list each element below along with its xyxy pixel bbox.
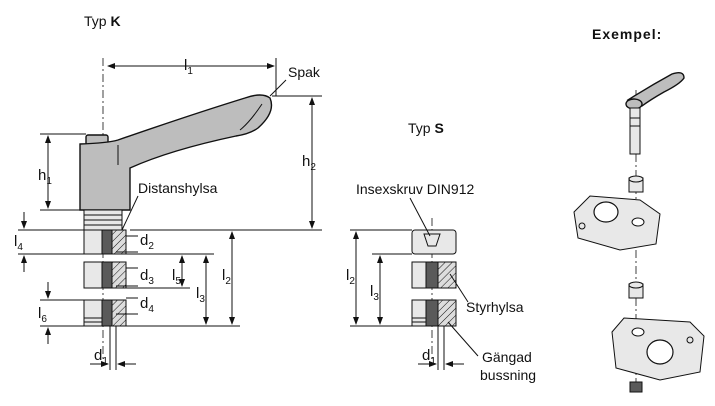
distanshylsa-right — [111, 229, 127, 255]
exempel-lever-icon — [626, 71, 685, 107]
dim-l2-s: l2 — [346, 267, 355, 287]
gangad-bussning-part — [437, 299, 457, 327]
exempel-upper-clamp-icon — [573, 195, 661, 251]
typ-k-lever-drawing — [79, 58, 273, 360]
dim-h1: h1 — [38, 167, 52, 187]
dim-l4: l4 — [14, 233, 23, 253]
typ-s-title: Typ S — [408, 120, 444, 136]
callout-insexskruv: Insexskruv DIN912 — [356, 181, 474, 197]
callout-styrhylsa: Styrhylsa — [466, 299, 524, 315]
typ-s-drawing — [411, 218, 457, 360]
typ-k-dimensions: l1 h1 h2 l4 l6 d2 d3 d4 — [14, 57, 322, 370]
exempel-title: Exempel: — [592, 26, 662, 42]
dim-d3: d3 — [140, 267, 154, 287]
dim-d2: d2 — [140, 232, 154, 252]
typ-k-title: Typ K — [84, 13, 121, 29]
exempel-nut-icon — [629, 381, 643, 393]
dim-l2-k: l2 — [222, 267, 231, 287]
dim-d1-k: d1 — [94, 347, 108, 367]
typ-s-dimensions: l2 l3 d1 — [346, 229, 464, 370]
dim-l3-k: l3 — [196, 285, 205, 305]
callout-gangad-line1: Gängad — [482, 349, 532, 365]
dim-d4: d4 — [140, 295, 154, 315]
dim-h2: h2 — [302, 153, 316, 173]
dim-l5: l5 — [172, 267, 181, 287]
insexskruv-head — [411, 229, 457, 255]
dim-l1: l1 — [184, 57, 193, 77]
callout-gangad-line2: bussning — [480, 367, 536, 383]
dim-d1-s: d1 — [422, 347, 436, 367]
exempel-illustration — [573, 71, 705, 393]
callout-spak: Spak — [288, 64, 321, 80]
dim-l3-s: l3 — [370, 283, 379, 303]
lever-handle — [79, 94, 273, 211]
distanshylsa-left — [83, 229, 103, 255]
dim-l6: l6 — [38, 305, 47, 325]
callout-distanshylsa: Distanshylsa — [138, 180, 218, 196]
styrhylsa-part — [437, 261, 457, 289]
